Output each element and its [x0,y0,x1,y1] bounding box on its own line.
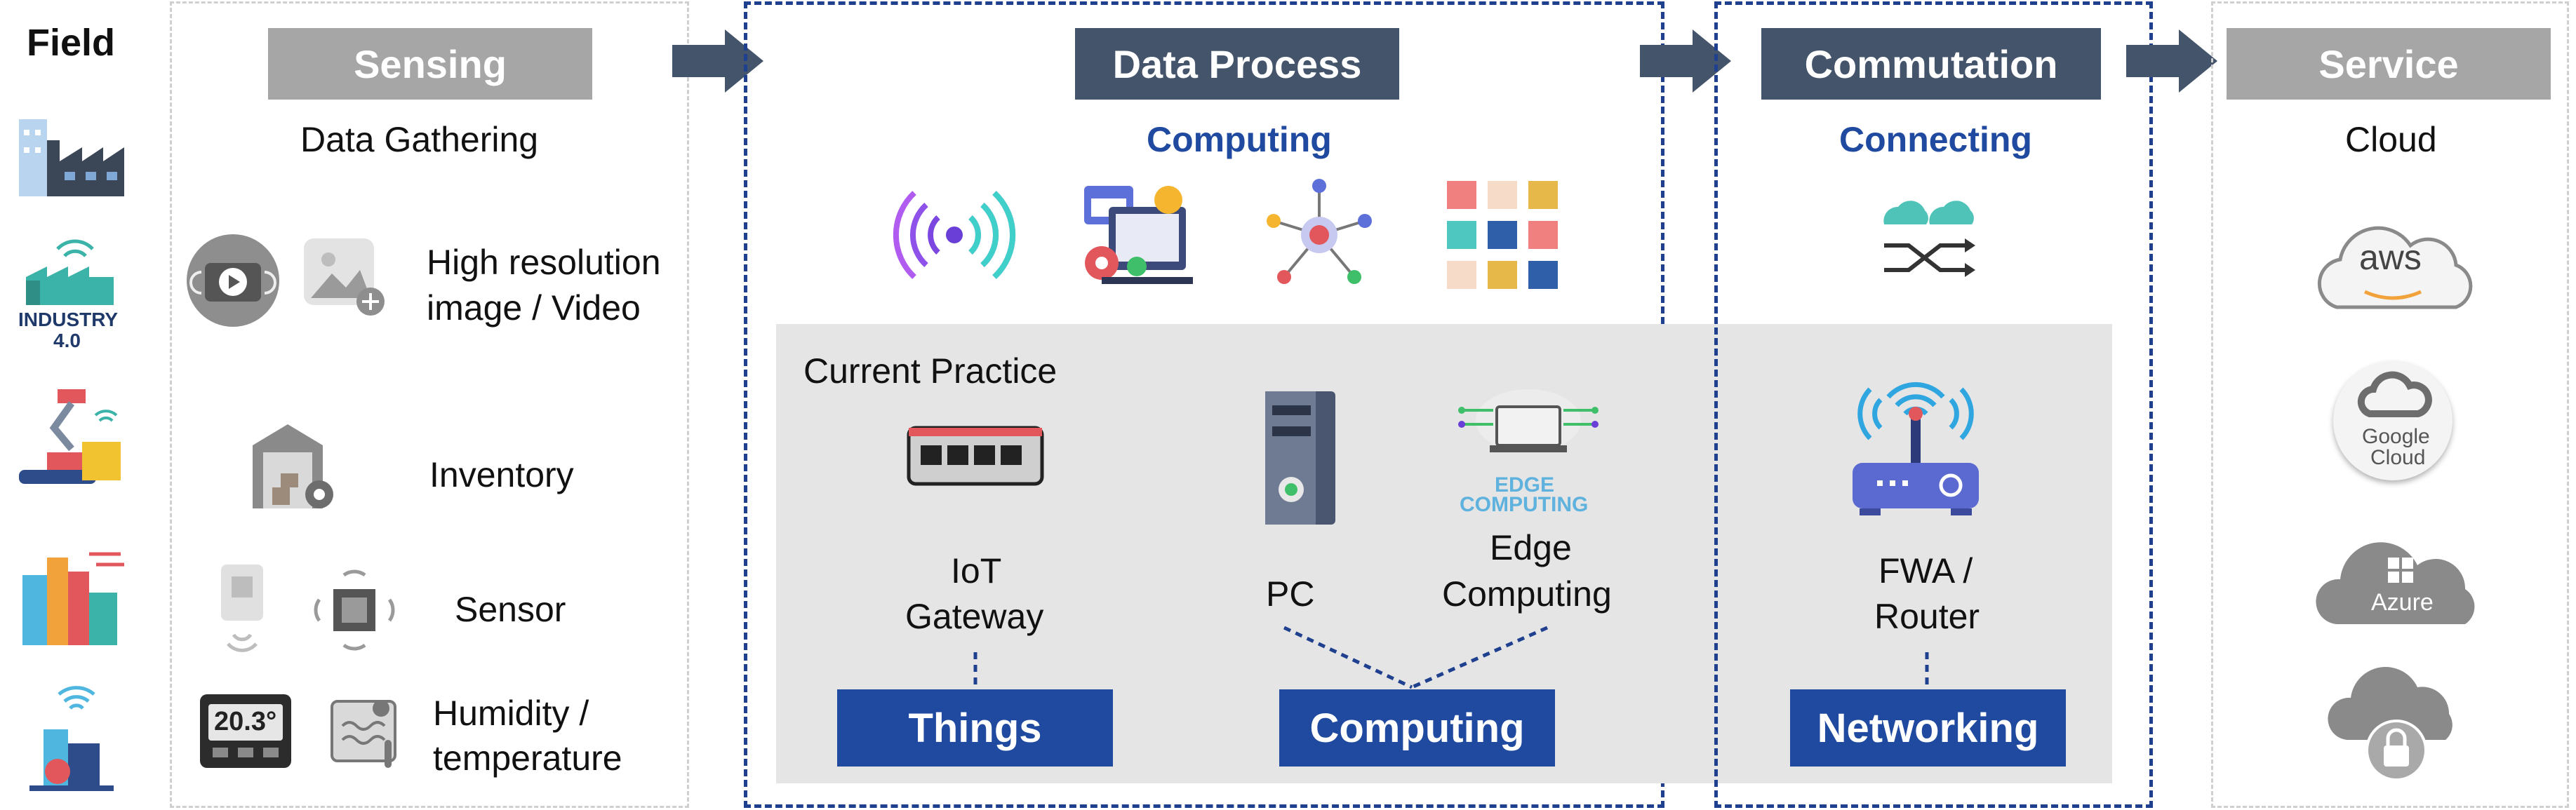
sensing-item-sensor: Sensor [455,590,566,629]
sensing-item-video-line1: High resolution [427,243,661,282]
humidity-sensor-icon [331,700,396,768]
azure-label: Azure [2371,589,2434,616]
secure-cloud-icon [2328,667,2452,781]
smart-city-icon [22,552,124,645]
network-gear-icon [1267,179,1372,284]
color-grid-icon [1447,181,1558,289]
service-panel [2211,1,2569,808]
router-label-line1: FWA / [1878,551,1973,590]
iot-gateway-label-line1: IoT [951,551,1002,590]
current-practice-label: Current Practice [803,351,1057,391]
pc-tower-icon [1265,391,1335,525]
networking-button: Networking [1790,689,2066,767]
edge-label-line1: Edge [1490,528,1572,567]
industry-label: INDUSTRY [18,309,119,330]
router-icon [1853,382,1979,515]
data-process-header: Data Process [1075,28,1399,100]
pc-label: PC [1266,574,1315,614]
things-button: Things [837,689,1113,767]
google-cloud-symbol [2357,371,2432,417]
sensor-device-icon [221,565,263,652]
image-add-icon [304,238,385,316]
sensing-subtitle: Data Gathering [300,120,539,159]
aws-cloud-icon [2317,226,2473,309]
developer-laptop-icon [1084,186,1193,284]
edge-label-line2: Computing [1442,574,1612,614]
robot-arm-icon [19,389,121,484]
iot-gateway-icon [907,426,1044,486]
sensing-item-humidity-line2: temperature [433,738,622,778]
computing-button: Computing [1279,689,1555,767]
sensing-panel [170,1,689,808]
aws-label: aws [2359,238,2422,277]
video-camera-icon [187,234,279,327]
warehouse-icon [253,424,333,508]
google-cloud-icon [2333,361,2452,480]
arrow-right-icon-2 [1640,29,1731,93]
thermostat-reading: 20.3° [214,707,277,736]
data-process-subtitle: Computing [1147,120,1332,159]
arrow-right-icon-3 [2126,29,2217,93]
cloud-shuffle-icon [1883,201,1975,277]
chip-sensor-icon [314,569,395,651]
edge-logo-line2: COMPUTING [1460,493,1589,516]
commutation-panel [1714,1,2153,808]
commutation-header: Commutation [1761,28,2101,100]
field-title: Field [27,22,116,64]
sensing-item-inventory: Inventory [429,455,574,494]
service-subtitle: Cloud [2345,120,2437,159]
arrow-right-icon [672,29,763,93]
thermostat-icon: 20.3° [200,694,291,768]
sensing-header: Sensing [268,28,592,100]
edge-logo-line1: EDGE [1495,473,1555,497]
service-header: Service [2227,28,2551,100]
commutation-subtitle: Connecting [1839,120,2032,159]
smart-building-icon [29,686,114,791]
edge-computing-icon [1458,389,1599,452]
industry-4-icon [26,239,114,305]
azure-cloud-icon [2316,542,2475,624]
iot-gateway-label-line2: Gateway [905,597,1044,636]
google-label-1: Google [2362,425,2430,448]
factory-icon [19,119,124,196]
sensing-item-video-line2: image / Video [427,288,641,328]
industry-version: 4.0 [53,330,81,351]
signal-broadcast-icon [893,191,1016,279]
google-label-2: Cloud [2370,446,2426,469]
router-label-line2: Router [1874,597,1980,636]
sensing-item-humidity-line1: Humidity / [433,694,589,733]
